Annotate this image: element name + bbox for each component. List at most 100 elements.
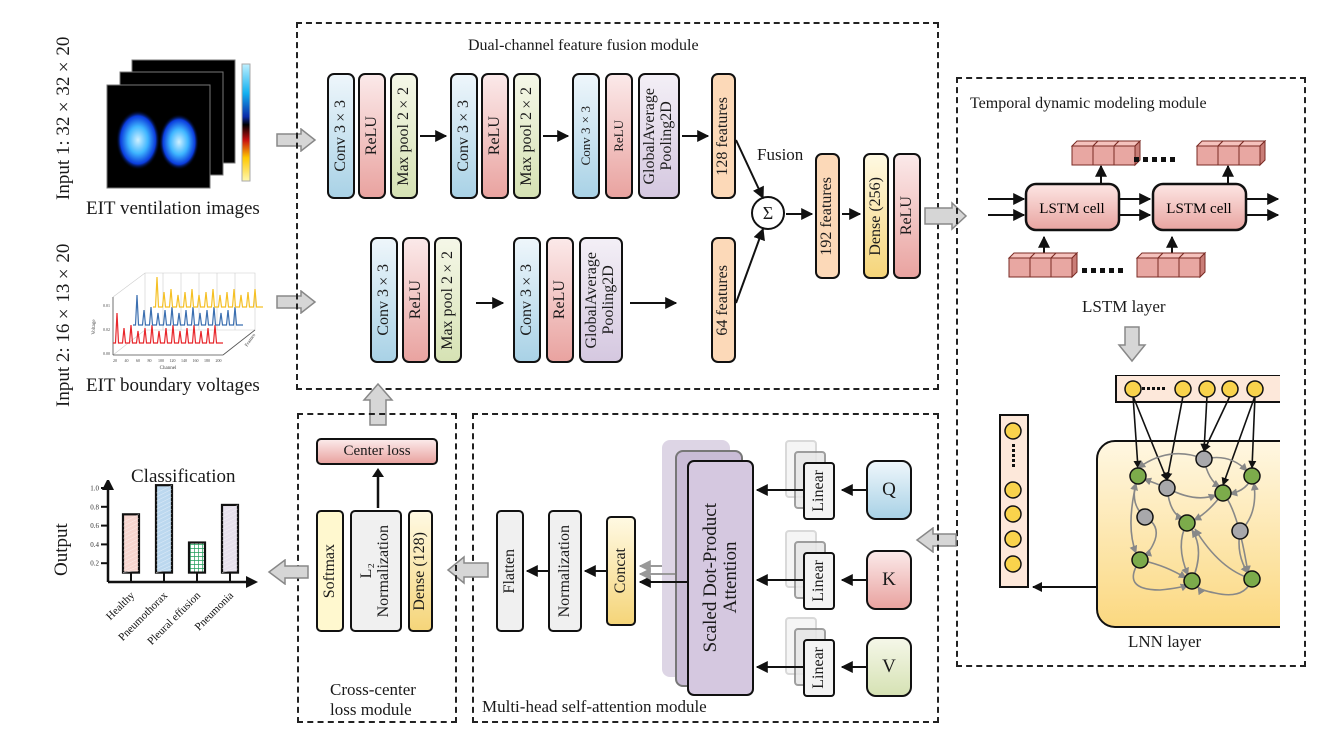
lnn-output-node [1004,530,1022,548]
row2-maxpool1: Max pool 2×2 [434,237,462,363]
row1-128-features: 128 features [711,73,736,199]
dense-256: Dense (256) [863,153,889,279]
row2-64-features: 64 features [711,237,736,363]
center-loss-title-2: loss module [330,700,412,719]
bar-hatch [221,524,239,534]
lnn-input-edge [1164,395,1184,481]
bar-hatch [221,528,239,538]
bar-hatch [221,512,239,522]
row2-conv1: Conv 3×3 [370,237,398,363]
linear-block: Linear [803,552,835,610]
sum-node: Σ [751,196,785,230]
bar-hatch [122,566,140,573]
bar-hatch [155,488,173,498]
bar-hatch [155,512,173,522]
lnn-input-node [1174,380,1192,398]
lnn-input-node [1124,380,1142,398]
fusion-to-temporal-arrow [924,201,968,231]
row1-maxpool1: Max pool 2×2 [390,73,418,199]
concat-block: Concat [606,516,636,626]
chart-title: Classification [131,466,236,487]
normalization-block: Normalization [548,510,582,632]
bar-hatch [155,504,173,514]
chart-ytick-label: 0.4 [90,541,99,549]
fusion-module-title: Dual-channel feature fusion module [468,37,699,54]
bar-hatch [221,556,239,566]
k-block: K [866,550,912,610]
relu-final: ReLU [893,153,921,279]
lstm-cell-2-label: LSTM cell [1166,201,1231,217]
bar-hatch [122,522,140,531]
bar-hatch [155,552,173,562]
lnn-input-node [1246,380,1264,398]
bar-hatch [155,516,173,526]
lnn-output-node [1004,555,1022,573]
bar-hatch [155,524,173,534]
right-lung [159,114,199,170]
voltage-xtick: 160 [193,358,199,363]
bar-hatch [122,554,140,563]
lnn-reservoir [1096,440,1280,628]
bar-hatch [122,518,140,527]
bar-hatch [221,552,239,562]
lstm-cell-1-label: LSTM cell [1039,201,1104,217]
lnn-input-ellipsis [1152,387,1155,390]
softmax-block: Softmax [316,510,344,632]
fusion-label: Fusion [757,145,804,164]
bar-hatch [155,568,173,573]
chart-ytick-label: 1.0 [90,485,99,493]
chart-ytick-label: 0.6 [90,522,99,530]
chart-bar-healthy [121,513,141,574]
bar-hatch [122,570,140,573]
lnn-diagram [999,375,1280,628]
bar-hatch [122,558,140,567]
input-cubes-2 [1135,251,1207,279]
lnn-neuron-grey [1136,508,1154,526]
row1-gap: GlobalAverage Pooling2D [638,73,680,199]
lnn-input-ellipsis [1142,387,1145,390]
bar-hatch [221,560,239,570]
chart-ytick-label: 0.8 [90,503,99,511]
lnn-input-ellipsis [1147,387,1150,390]
chart-bar-pleural-effusion [187,541,207,574]
linear-label: Linear [809,647,827,689]
chart-ytick-label: 0.2 [90,560,99,568]
attention-module-title: Multi-head self-attention module [482,697,707,716]
ellipsis-top [1134,157,1175,162]
bar-hatch [155,564,173,573]
bar-hatch [221,568,239,573]
row2-conv2: Conv 3×3 [513,237,541,363]
bar-hatch [155,556,173,566]
flatten-block: Flatten [496,510,524,632]
lnn-output-ellipsis [1012,454,1015,457]
lnn-input-node [1198,380,1216,398]
voltage-xtick: 180 [204,358,210,363]
center-loss-block: Center loss [316,438,438,465]
lnn-input-edge [1132,395,1142,469]
bar-hatch [155,520,173,530]
voltage-ytick: 0.00 [103,351,110,356]
temporal-module-title: Temporal dynamic modeling module [970,95,1207,112]
lnn-neuron-green [1178,514,1196,532]
lnn-recurrent-edge [1132,559,1189,592]
lnn-output-node [1004,481,1022,499]
to-center-loss-arrow [372,468,384,508]
lnn-recurrent-edge [1197,578,1253,596]
lnn-output-ellipsis [1012,444,1015,447]
output-cubes-1 [1070,140,1142,167]
temporal-to-attention-arrow [915,527,957,553]
linear-label: Linear [809,560,827,602]
dense-128-block: Dense (128) [408,510,433,632]
row1-relu2: ReLU [481,73,509,199]
bar-hatch [221,540,239,550]
row1-conv3: Conv 3×3 [572,73,600,199]
input2-caption: EIT boundary voltages [86,375,260,396]
bar-hatch [122,530,140,539]
lnn-output-node [1004,422,1022,440]
chart-bar-pneumonia [220,503,240,574]
lnn-output-ellipsis [1012,464,1015,467]
bar-hatch [122,546,140,555]
voltage-xlabel: Channel [160,366,177,371]
bar-hatch [122,514,140,523]
voltage-ytick: 0.02 [103,327,110,332]
